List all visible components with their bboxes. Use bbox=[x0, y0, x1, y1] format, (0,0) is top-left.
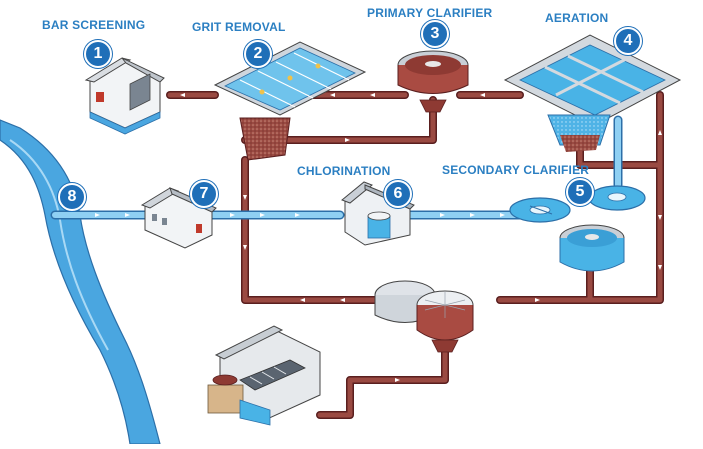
secondary-clarifiers bbox=[509, 185, 646, 272]
river-highlight bbox=[9, 139, 109, 351]
arrow-icon bbox=[658, 265, 662, 270]
stage-badge-8: 8 bbox=[58, 183, 86, 211]
stage-label-primary-clarifier: PRIMARY CLARIFIER bbox=[367, 6, 493, 20]
arrow-icon bbox=[535, 298, 540, 302]
digesters bbox=[374, 280, 474, 353]
stage-label-bar-screening: BAR SCREENING bbox=[42, 18, 146, 32]
grit-removal-tank bbox=[213, 41, 367, 161]
arrow-icon bbox=[95, 213, 100, 217]
sludge-arrows bbox=[180, 93, 662, 382]
water-arrows bbox=[95, 213, 505, 217]
stage-badge-2: 2 bbox=[244, 40, 272, 68]
arrow-icon bbox=[300, 298, 305, 302]
arrow-icon bbox=[260, 213, 265, 217]
aeration-basin bbox=[503, 34, 682, 152]
arrow-icon bbox=[125, 213, 130, 217]
stage-label-aeration: AERATION bbox=[545, 11, 609, 25]
arrow-icon bbox=[480, 93, 485, 97]
arrow-icon bbox=[440, 213, 445, 217]
arrow-icon bbox=[295, 213, 300, 217]
stage-label-chlorination: CHLORINATION bbox=[297, 164, 391, 178]
river-icon bbox=[0, 119, 161, 445]
arrow-icon bbox=[180, 93, 185, 97]
arrow-icon bbox=[243, 195, 247, 200]
stage-badge-6: 6 bbox=[384, 180, 412, 208]
arrow-icon bbox=[470, 213, 475, 217]
arrow-icon bbox=[500, 213, 505, 217]
stage-badge-3: 3 bbox=[421, 20, 449, 48]
arrow-icon bbox=[658, 215, 662, 220]
arrow-icon bbox=[370, 93, 375, 97]
stage-label-secondary-clarifier: SECONDARY CLARIFIER bbox=[442, 163, 590, 177]
primary-clarifier bbox=[397, 50, 469, 113]
arrow-icon bbox=[395, 378, 400, 382]
arrow-icon bbox=[330, 93, 335, 97]
stage-badge-1: 1 bbox=[84, 40, 112, 68]
arrow-icon bbox=[345, 138, 350, 142]
stage-label-grit-removal: GRIT REMOVAL bbox=[192, 20, 286, 34]
bar-screening-building bbox=[84, 57, 165, 135]
arrow-icon bbox=[340, 298, 345, 302]
arrow-icon bbox=[230, 213, 235, 217]
stage-badge-4: 4 bbox=[614, 27, 642, 55]
stage-badge-5: 5 bbox=[566, 178, 594, 206]
sludge-press bbox=[207, 325, 321, 426]
arrow-icon bbox=[658, 130, 662, 135]
arrow-icon bbox=[243, 245, 247, 250]
sludge-pipe-network bbox=[166, 91, 664, 419]
stage-badge-7: 7 bbox=[190, 180, 218, 208]
